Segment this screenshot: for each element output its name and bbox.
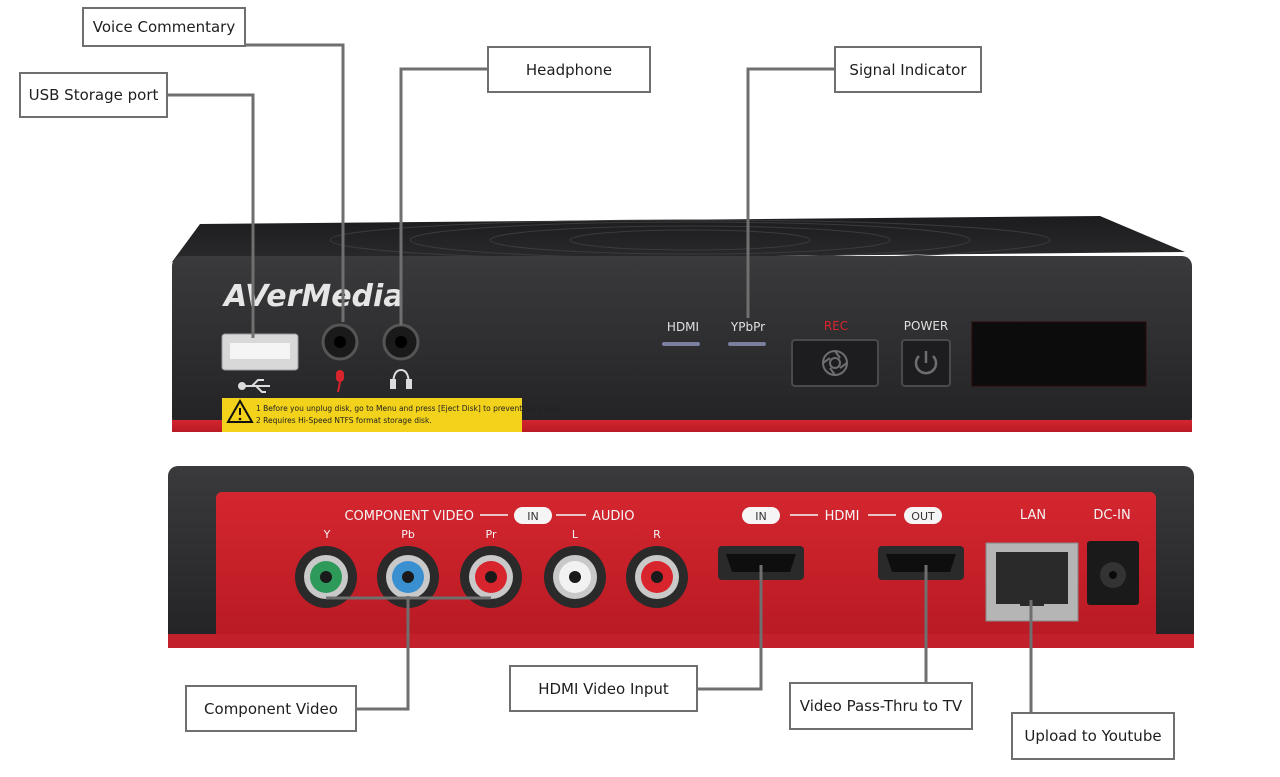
- leader-hdmi-input: [698, 565, 763, 691]
- callout-hdmi-video-input: HDMI Video Input: [509, 665, 698, 712]
- callout-video-pass-thru: Video Pass-Thru to TV: [789, 682, 973, 730]
- power-icon: [914, 351, 938, 375]
- leader-component-video: [357, 596, 410, 711]
- rca-r-label: R: [653, 528, 661, 541]
- leader-headphone: [399, 67, 488, 325]
- audio-label: AUDIO: [592, 509, 635, 524]
- callout-headphone: Headphone: [487, 46, 651, 93]
- microphone-icon: [336, 370, 344, 393]
- rear-red-strip: [168, 634, 1194, 648]
- usb-icon: [238, 379, 270, 393]
- dc-in-label: DC-IN: [1093, 508, 1130, 523]
- callout-usb-storage: USB Storage port: [19, 72, 168, 118]
- front-top-surface: [172, 216, 1185, 262]
- front-device: AVerMedia 1 Before: [172, 216, 1192, 432]
- ypbpr-led: [728, 342, 766, 346]
- warning-icon: [226, 398, 254, 423]
- rca-pr-label: Pr: [486, 528, 497, 541]
- usb-port-slot: [230, 343, 290, 359]
- rca-y-label: Y: [323, 528, 331, 541]
- rec-button[interactable]: [791, 339, 879, 387]
- callout-voice-commentary: Voice Commentary: [82, 7, 246, 47]
- front-display: [971, 321, 1147, 387]
- mic-jack-hole: [334, 336, 346, 348]
- leader-voice-commentary: [244, 43, 345, 322]
- callout-component-video: Component Video: [185, 685, 357, 732]
- lan-label: LAN: [1020, 508, 1046, 523]
- hdmi-out-badge-text: OUT: [911, 510, 935, 523]
- leader-signal-indicator: [746, 67, 835, 318]
- rca-pr-jack: [460, 546, 522, 608]
- hdmi-out-port: [878, 546, 964, 580]
- dc-in-port: [1087, 541, 1139, 605]
- rca-pb-jack: [377, 546, 439, 608]
- hdmi-in-badge: [742, 507, 780, 524]
- rear-device: COMPONENT VIDEO IN AUDIO IN HDMI OUT LAN…: [168, 466, 1194, 648]
- headphone-jack-hole: [395, 336, 407, 348]
- callout-upload-youtube: Upload to Youtube: [1011, 712, 1175, 760]
- rear-red-panel: [216, 492, 1156, 640]
- rca-l-jack: [544, 546, 606, 608]
- in-badge: [514, 507, 552, 524]
- hdmi-out-badge: [904, 507, 942, 524]
- rec-label: REC: [824, 319, 848, 333]
- hdmi-label: HDMI: [825, 509, 860, 524]
- leader-usb-storage: [167, 93, 255, 338]
- in-badge-text: IN: [527, 510, 538, 523]
- warning-sticker: [222, 398, 522, 432]
- ypbpr-led-label: YPbPr: [730, 320, 765, 334]
- hdmi-led: [662, 342, 700, 346]
- hdmi-led-label: HDMI: [667, 320, 699, 334]
- component-video-label: COMPONENT VIDEO: [344, 509, 474, 524]
- brand-logo: AVerMedia: [222, 279, 404, 314]
- callout-signal-indicator: Signal Indicator: [834, 46, 982, 93]
- warning-line-1: 1 Before you unplug disk, go to Menu and…: [256, 404, 561, 413]
- rca-l-label: L: [572, 528, 579, 541]
- rca-r-jack: [626, 546, 688, 608]
- headphone-icon: [390, 368, 412, 389]
- rec-shutter-icon: [822, 350, 848, 376]
- rca-pb-label: Pb: [401, 528, 415, 541]
- warning-line-2: 2 Requires Hi-Speed NTFS format storage …: [256, 416, 432, 425]
- power-label: POWER: [904, 319, 948, 333]
- leader-lines: [167, 43, 1033, 713]
- rca-y-jack: [295, 546, 357, 608]
- hdmi-in-badge-text: IN: [755, 510, 766, 523]
- hdmi-in-port: [718, 546, 804, 580]
